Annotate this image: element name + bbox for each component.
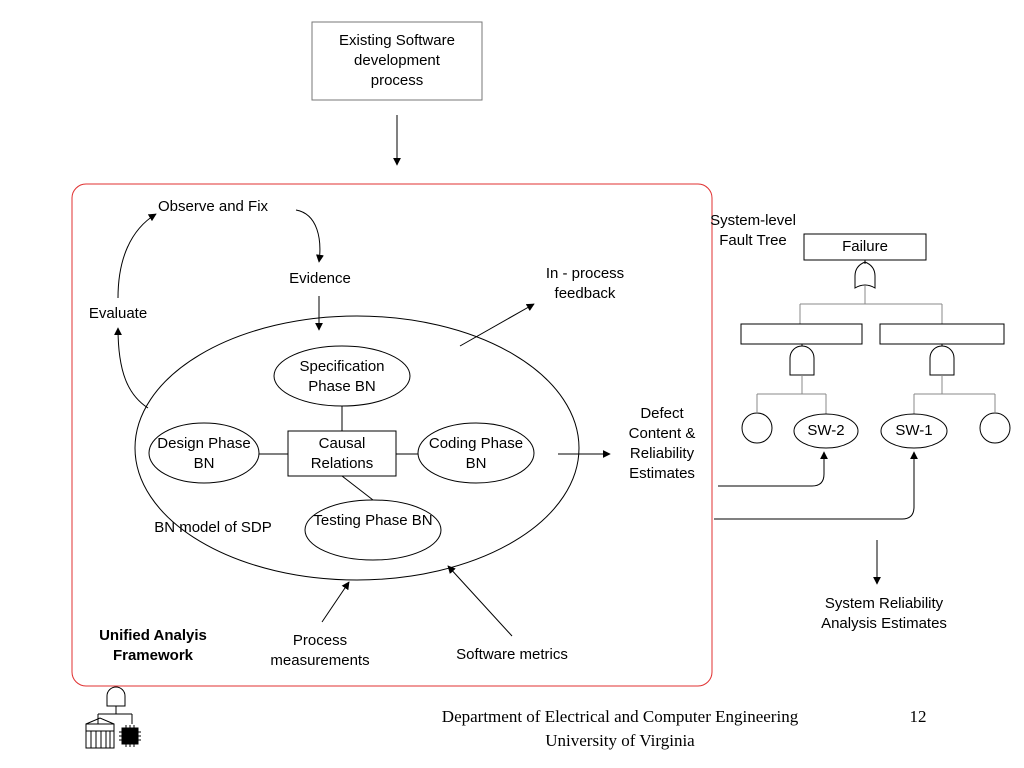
causal-label: Causal Relations [310, 434, 374, 472]
arrow-software-metrics [447, 565, 513, 637]
leaf-circle-right [979, 412, 1011, 444]
fault-tree-label: System-level Fault Tree [710, 212, 796, 249]
footer-page-number: 12 [909, 707, 927, 726]
sw2-ellipse [793, 413, 859, 449]
uva-logo [85, 686, 141, 749]
design-label: Design Phase BN [157, 435, 251, 472]
footer-department: Department of Electrical and Computer En… [441, 707, 799, 726]
top-process-box-label: Existing Software development process [339, 32, 455, 89]
process-measurements-label: Process measurements [270, 632, 370, 669]
footer-university: University of Virginia [545, 731, 695, 750]
framework-title: Unified Analyis Framework [99, 627, 207, 664]
testing-label: Testing Phase BN [313, 512, 433, 529]
fault-box-right [879, 323, 1005, 345]
defect-output-label: Defect Content & Reliability Estimates [628, 405, 696, 482]
arrow-feedback [459, 303, 535, 347]
or-gate [854, 261, 876, 289]
leaf-circle-left [741, 412, 773, 444]
top-process-box [311, 21, 483, 101]
failure-box [803, 233, 927, 261]
evidence-label: Evidence [289, 270, 351, 287]
and-gate-left [789, 345, 815, 376]
bn-model-label: BN model of SDP [154, 519, 272, 536]
design-ellipse [148, 422, 260, 484]
bn-model-ellipse [134, 315, 580, 581]
loop-ellipse-to-evaluate [114, 327, 149, 409]
loop-evaluate-to-observe [117, 213, 157, 299]
specification-label: Specification Phase BN [299, 358, 385, 395]
line-to-sw1 [714, 451, 918, 520]
observe-fix-label: Observe and Fix [158, 198, 269, 215]
software-metrics-label: Software metrics [456, 646, 568, 663]
coding-ellipse [417, 422, 535, 484]
failure-label: Failure [842, 238, 888, 255]
evaluate-label: Evaluate [88, 305, 148, 322]
and-gate-right [929, 345, 955, 376]
sw1-ellipse [880, 413, 948, 449]
loop-observe-to-evidence [295, 209, 324, 263]
sw1-label: SW-1 [895, 422, 933, 439]
sw2-label: SW-2 [807, 422, 845, 439]
line-to-sw2 [718, 451, 828, 487]
system-reliability-label: System Reliability Analysis Estimates [821, 595, 947, 632]
framework-border [71, 183, 713, 687]
in-process-feedback-label: In - process feedback [545, 265, 625, 302]
fault-box-left [740, 323, 863, 345]
coding-label: Coding Phase BN [428, 435, 524, 472]
arrow-process-measurements [321, 581, 350, 623]
